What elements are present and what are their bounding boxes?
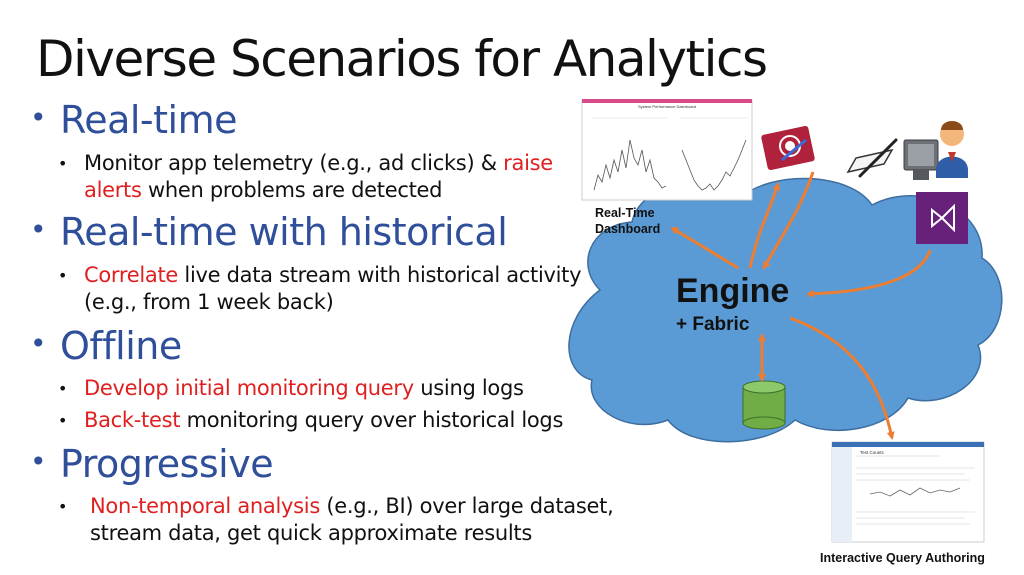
- dashboard-thumbnail: System Performance Dashboard: [581, 99, 753, 201]
- sub-bullet-correlate: • Correlate live data stream with histor…: [58, 263, 582, 314]
- dashboard-title: System Performance Dashboard: [638, 104, 696, 109]
- touch-device-icon: [761, 125, 815, 171]
- bullet-dot: •: [58, 379, 68, 398]
- sub-bullet-develop: • Develop initial monitoring query using…: [58, 376, 524, 400]
- fabric-label: + Fabric: [676, 314, 750, 335]
- bullet-heading-realtime-historical: •Real-time with historical: [30, 210, 508, 254]
- sub-bullet-progressive: • Non-temporal analysis (e.g., BI) over …: [58, 494, 614, 545]
- user-computer-icon: [903, 121, 968, 180]
- visual-studio-icon: [916, 192, 968, 244]
- bullet-dot: •: [58, 497, 68, 516]
- bullet-dot: •: [58, 266, 68, 285]
- sub-bullet-backtest: • Back-test monitoring query over histor…: [58, 408, 564, 432]
- query-authoring-thumbnail: Test Counts: [831, 441, 985, 543]
- bullet-dot: •: [30, 101, 47, 134]
- bullet-heading-offline: •Offline: [30, 324, 182, 368]
- flow-arrows: [670, 171, 932, 440]
- bullet-dot: •: [30, 327, 47, 360]
- query-title: Test Counts: [860, 450, 885, 455]
- bullet-dot: •: [58, 411, 68, 430]
- bullet-heading-progressive: •Progressive: [30, 442, 274, 486]
- sub-bullet-realtime: • Monitor app telemetry (e.g., ad clicks…: [58, 151, 553, 202]
- bullet-dot: •: [30, 213, 47, 246]
- database-icon: [742, 380, 786, 430]
- bullet-dot: •: [58, 154, 68, 173]
- bullet-heading-realtime: •Real-time: [30, 98, 237, 142]
- bullet-dot: •: [30, 445, 47, 478]
- pen-tablet-icon: [846, 138, 898, 178]
- slide-title: Diverse Scenarios for Analytics: [36, 30, 768, 88]
- dashboard-label: Real-Time Dashboard: [595, 206, 661, 236]
- engine-label: Engine: [676, 272, 790, 310]
- query-authoring-label: Interactive Query Authoring: [820, 551, 985, 565]
